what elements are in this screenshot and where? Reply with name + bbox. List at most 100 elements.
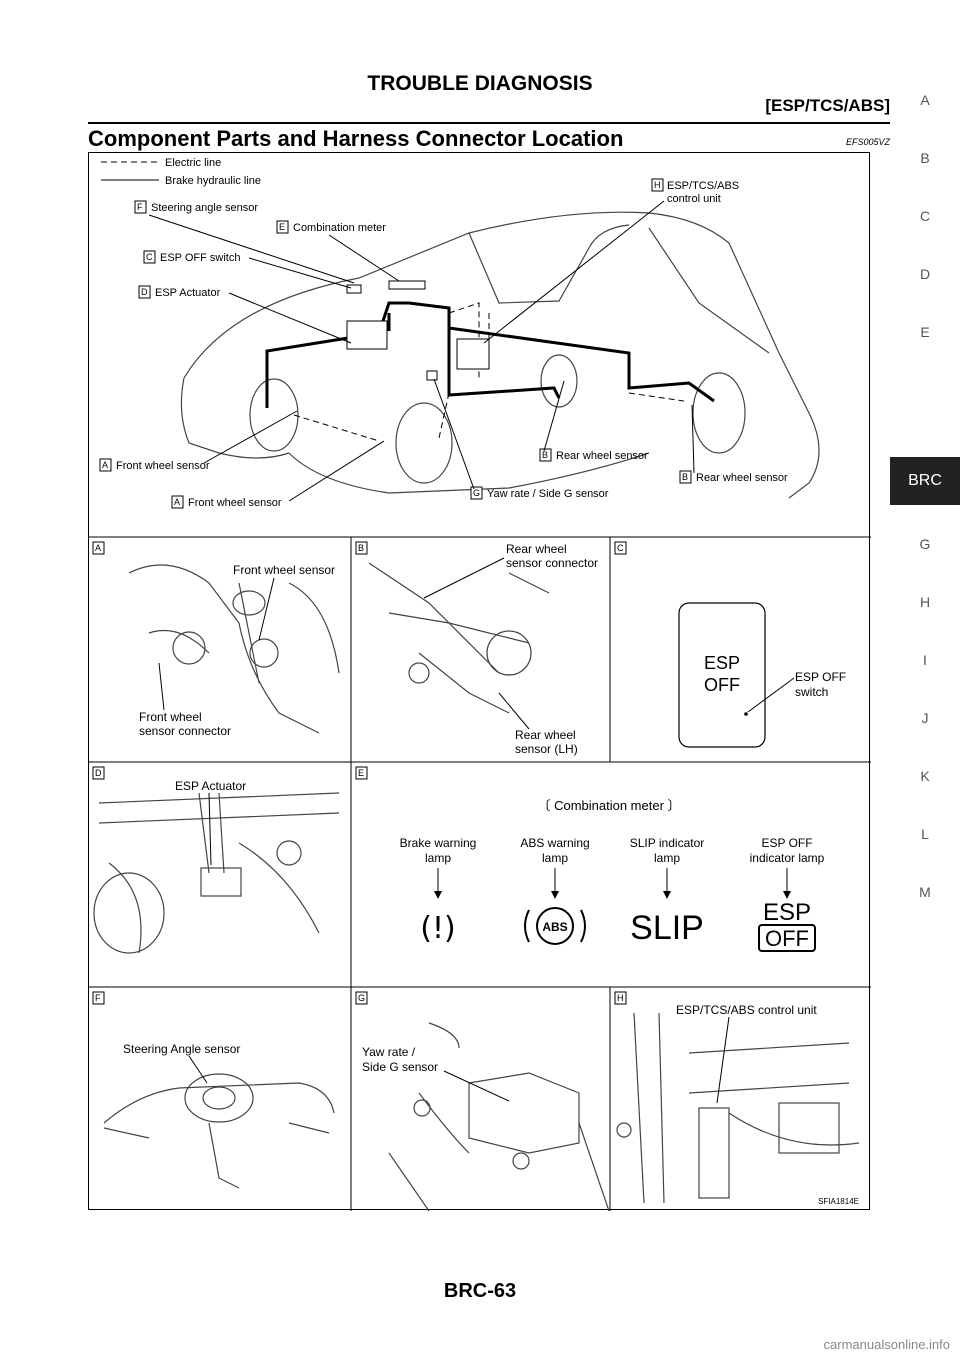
section-title: Component Parts and Harness Connector Lo… [88, 126, 624, 151]
panel-grid [89, 536, 871, 1211]
panel-a-label2b: sensor connector [139, 724, 231, 738]
header-rule [88, 122, 890, 124]
switch-text-off: OFF [704, 675, 740, 695]
panel-g-label2: Side G sensor [362, 1060, 438, 1074]
side-tab-c[interactable]: C [919, 208, 931, 224]
svg-text:E: E [279, 222, 285, 232]
panel-f-label: Steering Angle sensor [123, 1042, 240, 1056]
figure-svg: Electric line Brake hydraulic line H E [89, 157, 871, 1211]
svg-text:G: G [358, 993, 365, 1003]
svg-text:F: F [95, 993, 101, 1003]
panel-c-label-b: switch [795, 685, 828, 699]
panel-g-label1: Yaw rate / [362, 1045, 416, 1059]
side-tab-b[interactable]: B [920, 150, 930, 166]
svg-text:E: E [358, 768, 364, 778]
svg-text:A: A [174, 497, 180, 507]
panel-f: F Steering Angle sensor [92, 991, 335, 1189]
svg-text:B: B [682, 472, 688, 482]
svg-text:B: B [542, 450, 548, 460]
callout-e: Combination meter [293, 222, 386, 234]
yaw-sensor-shape [426, 370, 438, 381]
switch-text-esp: ESP [704, 653, 740, 673]
lamp-2-line1: ABS warning [520, 836, 589, 850]
page-header-subtitle: [ESP/TCS/ABS] [765, 96, 890, 115]
abs-symbol-text: ABS [542, 920, 567, 934]
panel-c: C ESP OFF ESP OFF switch [614, 541, 846, 748]
side-tab-i[interactable]: I [923, 652, 927, 668]
panel-b-label1b: sensor connector [506, 556, 598, 570]
vehicle-outline [180, 211, 820, 499]
esp-off-switch-panel [678, 602, 766, 748]
side-tab-h[interactable]: H [919, 594, 931, 610]
lamp-2-line2: lamp [542, 851, 568, 865]
side-tab-j[interactable]: J [921, 710, 929, 726]
svg-text:D: D [95, 768, 102, 778]
callout-a1: Front wheel sensor [116, 460, 210, 472]
lamp-4-line2: indicator lamp [750, 851, 825, 865]
panel-a: A Front wheel sensor Front wheel sensor … [92, 541, 340, 738]
side-tab-g[interactable]: G [919, 536, 931, 552]
page-header-title: TROUBLE DIAGNOSIS [367, 72, 593, 95]
callout-g: Yaw rate / Side G sensor [487, 488, 609, 500]
esp-off-symbol-bottom: OFF [765, 926, 809, 951]
line-legend: Electric line Brake hydraulic line [101, 157, 261, 187]
callout-h-line1: ESP/TCS/ABS [667, 180, 739, 192]
callout-d: ESP Actuator [155, 287, 221, 299]
side-tab-k[interactable]: K [920, 768, 930, 784]
side-tab-brc[interactable]: BRC [890, 457, 960, 505]
side-tab-a[interactable]: A [920, 92, 930, 108]
esp-off-switch-shape [346, 284, 362, 294]
side-tab-m[interactable]: M [919, 884, 931, 900]
lamp-3-line2: lamp [654, 851, 680, 865]
brake-warning-symbol: (!) [420, 911, 455, 946]
panel-e: E 〔 Combination meter 〕 Brake warning la… [355, 766, 825, 952]
callout-b2: Rear wheel sensor [696, 472, 788, 484]
harness-lines [265, 280, 715, 442]
panel-g: G Yaw rate / Side G sensor [355, 991, 610, 1211]
callout-a2: Front wheel sensor [188, 497, 282, 509]
component-figure: Electric line Brake hydraulic line H E [88, 152, 871, 1211]
side-tab-l[interactable]: L [921, 826, 929, 842]
panel-a-label1: Front wheel sensor [233, 563, 335, 577]
panel-b: B Rear wheel sensor connector Rear wheel… [355, 541, 598, 756]
combination-meter-shape [388, 280, 426, 290]
abs-warning-symbol [536, 907, 574, 945]
legend-hydraulic: Brake hydraulic line [165, 175, 261, 187]
svg-text:G: G [473, 488, 480, 498]
svg-text:H: H [617, 993, 624, 1003]
svg-text:C: C [617, 543, 624, 553]
callout-f: Steering angle sensor [151, 202, 258, 214]
panel-d-label: ESP Actuator [175, 779, 246, 793]
svg-text:C: C [146, 252, 153, 262]
panel-b-label2b: sensor (LH) [515, 742, 578, 756]
section-code: EFS005VZ [845, 137, 890, 147]
svg-text:H: H [654, 180, 661, 190]
panel-a-label2a: Front wheel [139, 710, 202, 724]
panel-b-label1a: Rear wheel [506, 542, 567, 556]
esp-off-symbol-top: ESP [763, 899, 811, 926]
side-tab-e[interactable]: E [920, 324, 930, 340]
page-number: BRC-63 [443, 1280, 517, 1302]
overview-callouts: H ESP/TCS/ABS control unit F Steering an… [99, 178, 788, 509]
legend-electric: Electric line [165, 157, 221, 169]
figure-code: SFIA1814E [818, 1197, 859, 1206]
lamp-1-line2: lamp [425, 851, 451, 865]
combination-meter-title: 〔 Combination meter 〕 [537, 798, 680, 813]
svg-text:B: B [358, 543, 364, 553]
control-unit-shape [456, 338, 490, 370]
svg-text:A: A [95, 543, 101, 553]
panel-h: H ESP/TCS/ABS control unit SFIA1814E [614, 991, 860, 1206]
panel-d: D ESP Actuator [92, 766, 340, 954]
side-tab-d[interactable]: D [919, 266, 931, 282]
lamp-1-line1: Brake warning [400, 836, 477, 850]
svg-text:A: A [102, 460, 108, 470]
panel-h-label: ESP/TCS/ABS control unit [676, 1003, 817, 1017]
slip-indicator-symbol: SLIP [630, 909, 704, 947]
callout-b1: Rear wheel sensor [556, 450, 648, 462]
watermark: carmanualsonline.info [823, 1337, 950, 1352]
svg-text:F: F [137, 202, 143, 212]
esp-off-indicator-box [758, 924, 816, 952]
esp-actuator-shape [346, 320, 388, 350]
panel-c-label-a: ESP OFF [795, 670, 846, 684]
lamp-4-line1: ESP OFF [761, 836, 812, 850]
